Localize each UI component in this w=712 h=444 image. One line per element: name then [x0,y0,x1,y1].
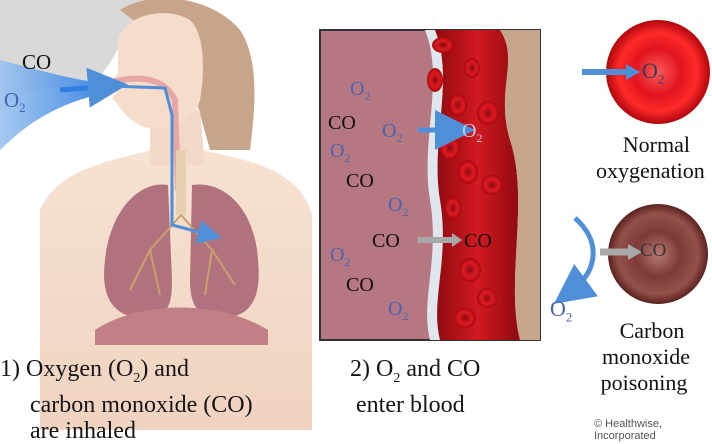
inhaled-co-label: CO [22,50,52,74]
o2-label-4: O2 [330,244,351,269]
o2-label-1: O2 [350,78,371,103]
red-cells-in-vessel [427,37,503,328]
caption-step-1: 1) Oxygen (O2) and carbon monoxide (CO) … [0,356,253,444]
inhalation-illustration [0,0,312,430]
normal-red-cell [582,20,710,124]
poisoned-red-cell [553,204,708,304]
o2-label-2: O2 [330,140,351,165]
o2-label-in-vessel: O2 [462,120,483,145]
poisoning-label: Carbon monoxide poisoning [600,318,690,395]
poison-o2-label: O2 [550,296,573,325]
co-label-moving: CO [372,230,400,252]
normal-cell-o2-label: O2 [642,58,665,87]
caption-step-2: 2) O2 and CO enter blood [350,356,481,418]
o2-label-3: O2 [388,194,409,219]
diagram-canvas [0,0,710,430]
co-label-3: CO [346,274,374,296]
o2-label-moving: O2 [382,120,403,145]
copyright-notice: © Healthwise, Incorporated [594,418,663,442]
o2-label-5: O2 [388,298,409,323]
inhaled-o2-label: O2 [4,88,26,116]
co-label-1: CO [328,112,356,134]
co-label-2: CO [346,170,374,192]
normal-oxygenation-label: Normal oxygenation [596,132,705,183]
co-label-in-vessel: CO [464,230,492,252]
poisoned-cell-co-label: CO [640,240,667,261]
blood-vessel-illustration [319,29,541,341]
